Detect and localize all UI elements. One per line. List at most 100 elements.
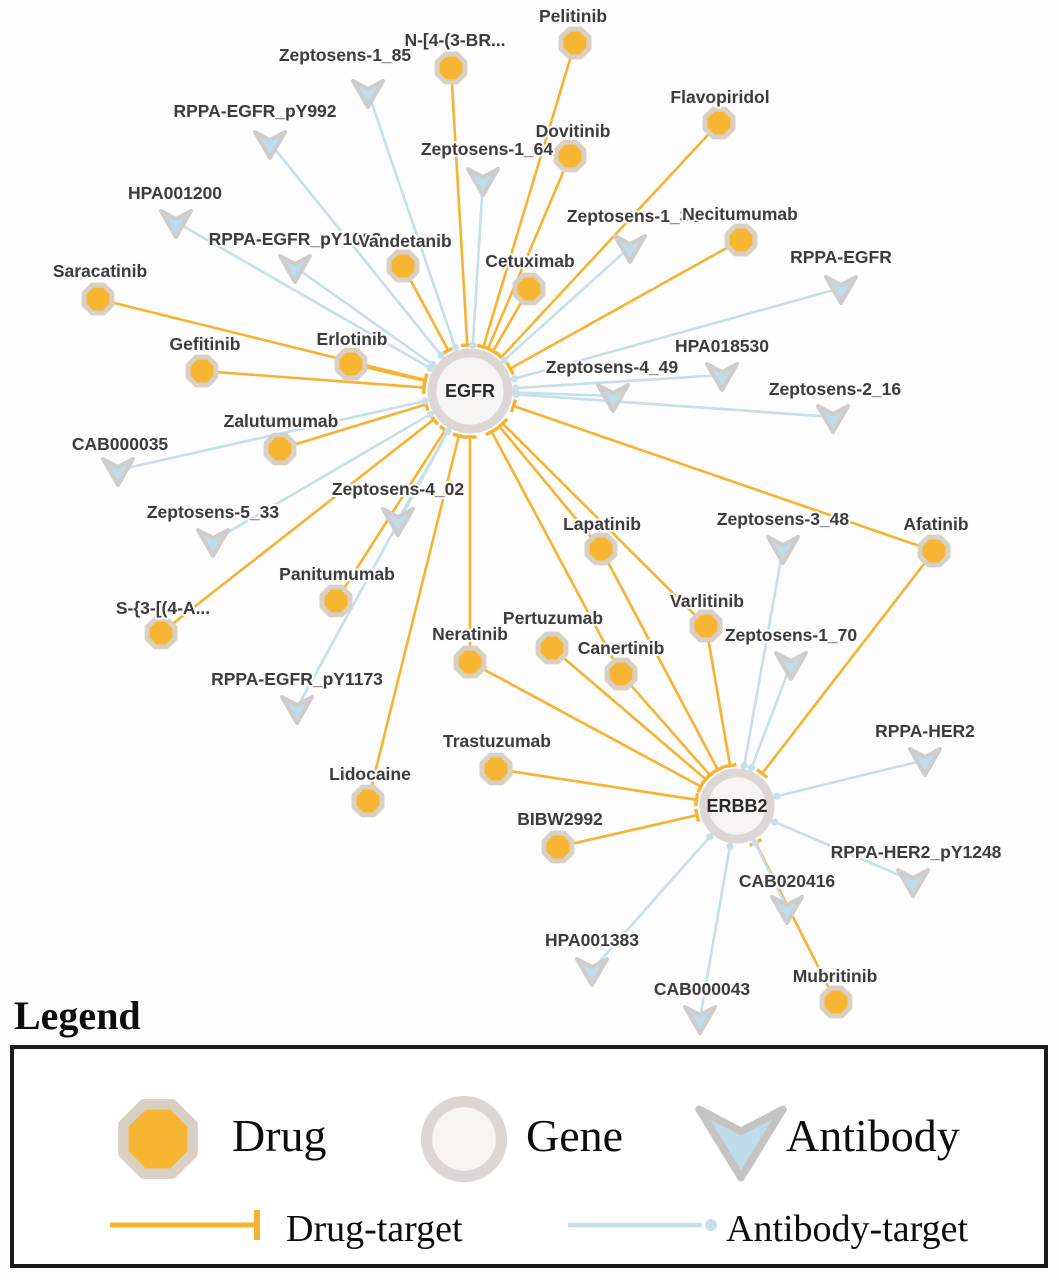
antibody-target-edge <box>471 179 485 346</box>
antibody-node-zeptosens_1_70[interactable] <box>774 651 808 681</box>
drug-target-edge <box>482 42 577 348</box>
antibody-node-zeptosens_2_16[interactable] <box>816 404 850 434</box>
antibody-target-edge <box>175 220 431 370</box>
drug-legend-icon <box>118 1099 198 1179</box>
drug-node-panitumumab[interactable] <box>319 584 353 618</box>
antibody-target-edge <box>294 265 434 366</box>
drug-node-flavopiridol[interactable] <box>702 106 736 140</box>
drug-node-varlitinib[interactable] <box>689 609 723 643</box>
drug-node-zalutumumab[interactable] <box>263 432 297 466</box>
drug-node-n4_3br[interactable] <box>434 51 468 85</box>
node-label-zeptosens_3_48: Zeptosens-3_48 <box>717 509 850 529</box>
drug-node-erlotinib[interactable] <box>334 347 368 381</box>
antibody-node-hpa001200[interactable] <box>159 209 193 239</box>
node-label-rppa_her2: RPPA-HER2 <box>875 721 975 741</box>
legend-label-antibody-target: Antibody-target <box>726 1208 969 1250</box>
antibody-node-zeptosens_1_64[interactable] <box>466 167 500 197</box>
antibody-target-dot <box>771 818 779 826</box>
node-label-pelitinib: Pelitinib <box>539 6 607 26</box>
node-label-zeptosens_1_64: Zeptosens-1_64 <box>421 139 554 159</box>
node-label-bibw2992: BIBW2992 <box>517 809 603 829</box>
drug-node-cetuximab[interactable] <box>512 272 546 306</box>
drug-node-lapatinib[interactable] <box>584 532 618 566</box>
antibody-target-dot <box>426 410 434 418</box>
drug-target-edge <box>449 67 469 346</box>
drug-target-edge <box>599 548 719 771</box>
antibody-node-rppa_egfr_py992[interactable] <box>253 130 287 160</box>
drug-node-canertinib[interactable] <box>604 657 638 691</box>
antibody-node-cab000043[interactable] <box>683 1005 717 1035</box>
antibody-node-rppa_egfr_py1173[interactable] <box>280 695 314 725</box>
node-label-zeptosens_1_85: Zeptosens-1_85 <box>279 45 412 65</box>
drug-target-edge <box>557 813 698 849</box>
drug-node-trastuzumab[interactable] <box>479 752 513 786</box>
antibody-node-hpa018530[interactable] <box>705 362 739 392</box>
drug-node-vandetanib[interactable] <box>386 249 420 283</box>
antibody-node-cab020416[interactable] <box>770 895 804 925</box>
drug-target-edge <box>498 425 603 550</box>
drug-node-pertuzumab[interactable] <box>535 631 569 665</box>
drug-target-edge <box>513 404 935 553</box>
legend-box: Drug Gene Antibody Drug-target Antibody-… <box>10 1045 1048 1268</box>
antibody-node-rppa_egfr[interactable] <box>824 275 858 305</box>
antibody-target-dot <box>421 397 429 405</box>
node-label-canertinib: Canertinib <box>578 638 665 658</box>
node-label-pertuzumab: Pertuzumab <box>503 608 603 628</box>
node-label-vandetanib: Vandetanib <box>358 231 451 251</box>
drug-target-edge <box>366 435 461 802</box>
node-label-panitumumab: Panitumumab <box>279 564 395 584</box>
node-label-zeptosens_4_49: Zeptosens-4_49 <box>546 357 679 377</box>
antibody-target-dot <box>451 343 459 352</box>
label-layer: Zeptosens-1_85RPPA-EGFR_pY992Zeptosens-1… <box>51 4 1004 1001</box>
node-label-rppa_her2_py1248: RPPA-HER2_pY1248 <box>831 842 1002 862</box>
drug-node-gefitinib[interactable] <box>185 354 219 388</box>
drug-node-dovitinib[interactable] <box>553 139 587 173</box>
drug-target-edge <box>509 238 742 370</box>
drug-node-bibw2992[interactable] <box>541 830 575 864</box>
legend-title: Legend <box>14 993 141 1038</box>
antibody-target-dot <box>740 762 748 770</box>
drug-node-neratinib[interactable] <box>453 645 487 679</box>
antibody-node-cab000035[interactable] <box>101 457 135 487</box>
drug-target-tee <box>700 773 712 786</box>
drug-node-mubritinib[interactable] <box>819 985 853 1019</box>
antibody-node-rppa_her2[interactable] <box>908 747 942 777</box>
antibody-node-rppa_egfr_py1068[interactable] <box>278 254 312 284</box>
antibody-target-edge <box>212 413 431 543</box>
drug-target-tee <box>422 374 429 388</box>
antibody-node-zeptosens_1_85[interactable] <box>351 79 385 109</box>
drug-target-tee <box>723 762 737 769</box>
drug-target-edge <box>620 673 711 777</box>
drug-target-tee <box>496 417 509 430</box>
antibody-target-dot <box>510 375 518 383</box>
drug-node-necitumumab[interactable] <box>724 223 758 257</box>
antibody-node-hpa001383[interactable] <box>575 957 609 987</box>
antibody-target-edge <box>366 91 457 348</box>
drug-node-saracatinib[interactable] <box>81 282 115 316</box>
drug-target-tee <box>693 808 701 822</box>
antibody-target-edge <box>774 820 914 883</box>
drug-node-afatinib[interactable] <box>917 534 951 568</box>
drug-target-tee <box>452 432 466 439</box>
gene-node-erbb2[interactable] <box>699 768 775 844</box>
drug-target-legend-line <box>110 1210 260 1240</box>
drug-target-tee <box>509 399 518 413</box>
antibody-node-rppa_her2_py1248[interactable] <box>896 868 930 898</box>
antibody-node-zeptosens_5_33[interactable] <box>196 528 230 558</box>
gene-node-egfr[interactable] <box>427 348 513 434</box>
antibody-target-dot <box>469 341 477 349</box>
drug-node-s3_4a[interactable] <box>144 616 178 650</box>
node-label-cetuximab: Cetuximab <box>485 251 574 271</box>
legend-label-gene: Gene <box>526 1110 624 1161</box>
drug-target-edge <box>495 767 697 802</box>
legend-label-drug: Drug <box>232 1110 327 1161</box>
antibody-node-zeptosens_1_31[interactable] <box>613 234 647 264</box>
node-label-lidocaine: Lidocaine <box>329 764 411 784</box>
drug-node-lidocaine[interactable] <box>351 784 385 818</box>
drug-node-pelitinib[interactable] <box>558 26 592 60</box>
antibody-node-zeptosens_4_49[interactable] <box>596 383 630 413</box>
antibody-target-dot <box>444 427 452 435</box>
antibody-node-zeptosens_3_48[interactable] <box>766 535 800 565</box>
antibody-node-zeptosens_4_02[interactable] <box>381 507 415 537</box>
